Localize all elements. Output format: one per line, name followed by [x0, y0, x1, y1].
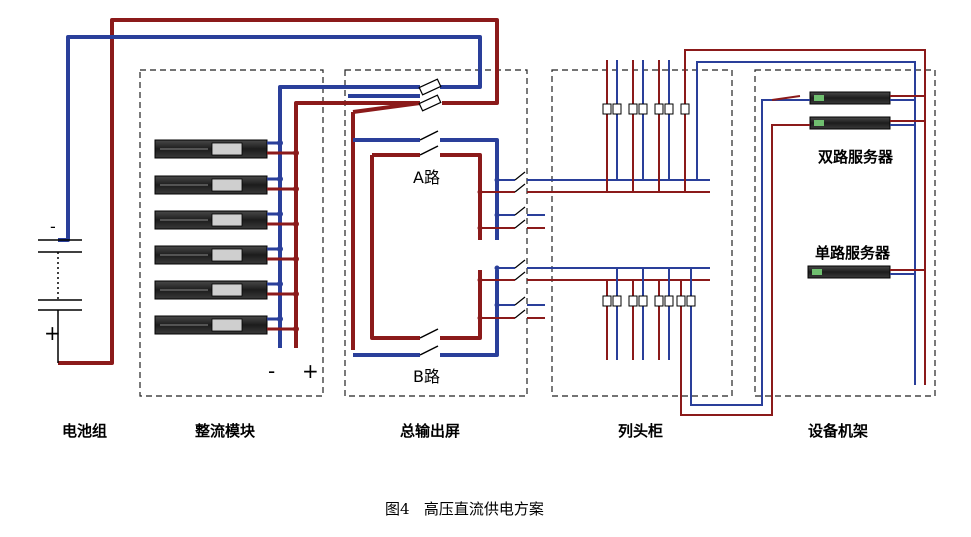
figure-caption: 图4 高压直流供电方案 [385, 500, 544, 518]
rectifier-module [154, 280, 268, 300]
rectifier-module [154, 245, 268, 265]
rectifier-module [154, 175, 268, 195]
main-panel-box [344, 69, 528, 397]
route-a-label: A路 [413, 168, 440, 187]
route-b-label: B路 [413, 367, 440, 386]
battery-plus-sign: + [44, 321, 61, 345]
rectifier-minus-label: - [268, 359, 275, 383]
negative-bus-line [278, 85, 420, 348]
dual-server-label: 双路服务器 [818, 148, 894, 166]
rectifier-plus-label: + [302, 359, 319, 383]
equipment-rack-label: 设备机架 [808, 422, 868, 440]
dual-server-unit [809, 91, 891, 105]
rectifier-module-stack [154, 139, 268, 335]
battery-symbol [38, 239, 82, 363]
rectifier-box [139, 69, 324, 397]
rectifier-module [154, 210, 268, 230]
column-cabinet-label: 列头柜 [618, 422, 663, 440]
fuse-icon [418, 94, 442, 112]
equipment-rack-box [754, 69, 936, 397]
fuse-icon [418, 78, 442, 96]
battery-label: 电池组 [62, 422, 107, 440]
battery-positive-line [58, 18, 499, 365]
dual-server-unit [809, 116, 891, 130]
rectifier-label: 整流模块 [195, 422, 256, 440]
main-panel-label: 总输出屏 [400, 422, 460, 440]
rectifier-module [154, 315, 268, 335]
single-server-label: 单路服务器 [815, 244, 891, 262]
battery-minus-sign: - [50, 217, 56, 236]
rectifier-module [154, 139, 268, 159]
positive-bus-line [294, 101, 420, 348]
single-server-unit [807, 265, 891, 279]
